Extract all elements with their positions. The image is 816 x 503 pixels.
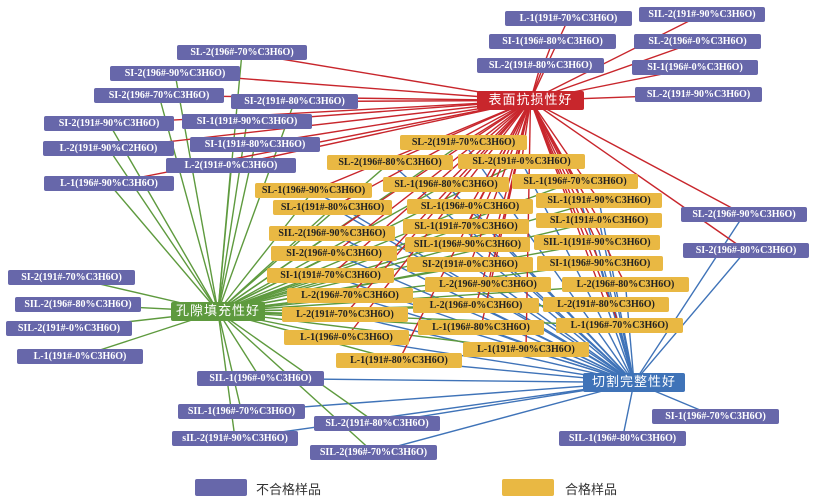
qualified-sample-node[interactable]: L-1(196#-70%C3H6O) xyxy=(556,318,683,333)
qualified-sample-node[interactable]: L-1(191#-90%C3H6O) xyxy=(463,342,589,357)
unqualified-sample-node[interactable]: L-1(196#-90%C3H6O) xyxy=(44,176,174,191)
edge-to-pore xyxy=(217,311,262,379)
unqualified-sample-node[interactable]: SI-1(196#-0%C3H6O) xyxy=(632,60,758,75)
legend-swatch-fail xyxy=(195,479,247,496)
legend-label-fail: 不合格样品 xyxy=(256,483,322,498)
edge-to-pore xyxy=(174,73,219,312)
qualified-sample-node[interactable]: SI-1(191#-70%C3H6O) xyxy=(267,268,394,283)
edge-to-pore xyxy=(217,101,296,312)
unqualified-sample-node[interactable]: SL-2(196#-90%C3H6O) xyxy=(681,207,807,222)
qualified-sample-node[interactable]: L-2(196#-70%C3H6O) xyxy=(287,288,413,303)
unqualified-sample-node[interactable]: L-1(191#-70%C3H6O) xyxy=(505,11,632,26)
qualified-sample-node[interactable]: SI-2(196#-0%C3H6O) xyxy=(271,246,397,261)
hub-surface-damage-resistance[interactable]: 表面抗损性好 xyxy=(477,91,584,110)
qualified-sample-node[interactable]: L-2(196#-0%C3H6O) xyxy=(413,298,539,313)
hub-cutting-integrity[interactable]: 切割完整性好 xyxy=(583,373,685,392)
edge-to-surface xyxy=(530,99,745,216)
edge-to-surface xyxy=(530,99,747,252)
qualified-sample-node[interactable]: SL-1(196#-80%C3H6O) xyxy=(383,177,509,192)
unqualified-sample-node[interactable]: SI-1(191#-80%C3H6O) xyxy=(190,137,320,152)
legend-label-pass: 合格样品 xyxy=(565,483,618,498)
unqualified-sample-node[interactable]: SL-2(191#-90%C3H6O) xyxy=(635,87,762,102)
unqualified-sample-node[interactable]: SL-2(196#-0%C3H6O) xyxy=(634,34,761,49)
unqualified-sample-node[interactable]: SI-1(196#-80%C3H6O) xyxy=(489,34,616,49)
legend-swatch-pass xyxy=(502,479,554,496)
qualified-sample-node[interactable]: SL-2(191#-0%C3H6O) xyxy=(458,154,585,169)
unqualified-sample-node[interactable]: SIL-2(196#-80%C3H6O) xyxy=(15,297,141,312)
unqualified-sample-node[interactable]: SIL-2(196#-70%C3H6O) xyxy=(310,445,437,460)
unqualified-sample-node[interactable]: SL-2(191#-80%C3H6O) xyxy=(314,416,440,431)
edge-to-cut xyxy=(241,381,635,413)
edge-to-surface xyxy=(529,100,627,285)
edge-to-surface xyxy=(530,40,698,102)
unqualified-sample-node[interactable]: SIL-2(191#-0%C3H6O) xyxy=(6,321,132,336)
edge-to-cut xyxy=(373,381,635,454)
edge-to-pore xyxy=(108,183,219,312)
qualified-sample-node[interactable]: SL-1(191#-90%C3H6O) xyxy=(536,193,662,208)
qualified-sample-node[interactable]: L-2(196#-80%C3H6O) xyxy=(562,277,689,292)
unqualified-sample-node[interactable]: SI-2(191#-80%C3H6O) xyxy=(231,94,358,109)
edge-to-pore xyxy=(217,199,600,313)
qualified-sample-node[interactable]: L-2(196#-90%C3H6O) xyxy=(425,277,551,292)
unqualified-sample-node[interactable]: SL-2(196#-70%C3H6O) xyxy=(177,45,307,60)
edge-to-cut xyxy=(633,250,747,383)
qualified-sample-node[interactable]: SI-1(196#-90%C3H6O) xyxy=(537,256,663,271)
qualified-sample-node[interactable]: SL-2(191#-70%C3H6O) xyxy=(400,135,527,150)
edge-to-surface xyxy=(349,100,532,296)
qualified-sample-node[interactable]: SIL-1(191#-90%C3H6O) xyxy=(534,235,660,250)
unqualified-sample-node[interactable]: SI-2(191#-70%C3H6O) xyxy=(8,270,135,285)
qualified-sample-node[interactable]: SL-2(196#-80%C3H6O) xyxy=(327,155,453,170)
unqualified-sample-node[interactable]: SI-2(196#-90%C3H6O) xyxy=(110,66,240,81)
unqualified-sample-node[interactable]: sIL-2(191#-90%C3H6O) xyxy=(172,431,298,446)
qualified-sample-node[interactable]: SI-2(191#-0%C3H6O) xyxy=(407,257,533,272)
qualified-sample-node[interactable]: L-1(196#-0%C3H6O) xyxy=(284,330,409,345)
edge-to-surface xyxy=(230,99,531,167)
qualified-sample-node[interactable]: SIL-1(196#-90%C3H6O) xyxy=(405,237,530,252)
unqualified-sample-node[interactable]: SIL-1(196#-80%C3H6O) xyxy=(559,431,686,446)
edge-to-cut xyxy=(605,304,635,383)
edge-to-pore xyxy=(217,310,378,425)
qualified-sample-node[interactable]: L-2(191#-80%C3H6O) xyxy=(543,297,669,312)
qualified-sample-node[interactable]: SL-1(196#-70%C3H6O) xyxy=(512,174,638,189)
edge-to-surface xyxy=(520,100,532,162)
qualified-sample-node[interactable]: SL-1(196#-0%C3H6O) xyxy=(407,199,533,214)
unqualified-sample-node[interactable]: SI-2(196#-80%C3H6O) xyxy=(683,243,809,258)
qualified-sample-node[interactable]: SL-1(191#-80%C3H6O) xyxy=(273,200,392,215)
unqualified-sample-node[interactable]: L-1(191#-0%C3H6O) xyxy=(17,349,143,364)
unqualified-sample-node[interactable]: SI-2(191#-90%C3H6O) xyxy=(44,116,174,131)
edge-to-cut xyxy=(469,206,635,383)
unqualified-sample-node[interactable]: SIL-2(191#-90%C3H6O) xyxy=(639,7,765,22)
unqualified-sample-node[interactable]: SI-1(196#-70%C3H6O) xyxy=(652,409,779,424)
edge-to-cut xyxy=(234,381,635,440)
unqualified-sample-node[interactable]: SI-1(191#-90%C3H6O) xyxy=(182,114,312,129)
qualified-sample-node[interactable]: L-2(191#-70%C3H6O) xyxy=(282,307,408,322)
qualified-sample-node[interactable]: SIL-2(196#-90%C3H6O) xyxy=(269,226,395,241)
qualified-sample-node[interactable]: SL-1(191#-0%C3H6O) xyxy=(536,213,662,228)
edge-to-surface xyxy=(108,99,531,150)
edge-to-pore xyxy=(107,148,219,312)
unqualified-sample-node[interactable]: SIL-1(196#-0%C3H6O) xyxy=(197,371,324,386)
edge-to-cut xyxy=(633,214,745,383)
unqualified-sample-node[interactable]: SL-2(191#-80%C3H6O) xyxy=(477,58,604,73)
unqualified-sample-node[interactable]: SI-2(196#-70%C3H6O) xyxy=(94,88,224,103)
qualified-sample-node[interactable]: SL-1(196#-90%C3H6O) xyxy=(255,183,372,198)
edge-to-pore xyxy=(217,311,243,412)
edge-to-pore xyxy=(217,121,248,312)
edge-to-surface xyxy=(530,13,703,102)
qualified-sample-node[interactable]: L-1(196#-80%C3H6O) xyxy=(418,320,544,335)
edge-to-pore xyxy=(217,165,232,312)
hub-pore-filling[interactable]: 孔隙填充性好 xyxy=(171,302,265,321)
unqualified-sample-node[interactable]: L-2(191#-0%C3H6O) xyxy=(166,158,296,173)
qualified-sample-node[interactable]: SL-1(191#-70%C3H6O) xyxy=(403,219,529,234)
unqualified-sample-node[interactable]: L-2(191#-90%C2H6O) xyxy=(43,141,174,156)
unqualified-sample-node[interactable]: SIL-1(196#-70%C3H6O) xyxy=(178,404,305,419)
qualified-sample-node[interactable]: L-1(191#-80%C3H6O) xyxy=(336,353,462,368)
edge-to-pore xyxy=(158,95,219,312)
edge-to-surface xyxy=(108,99,531,125)
